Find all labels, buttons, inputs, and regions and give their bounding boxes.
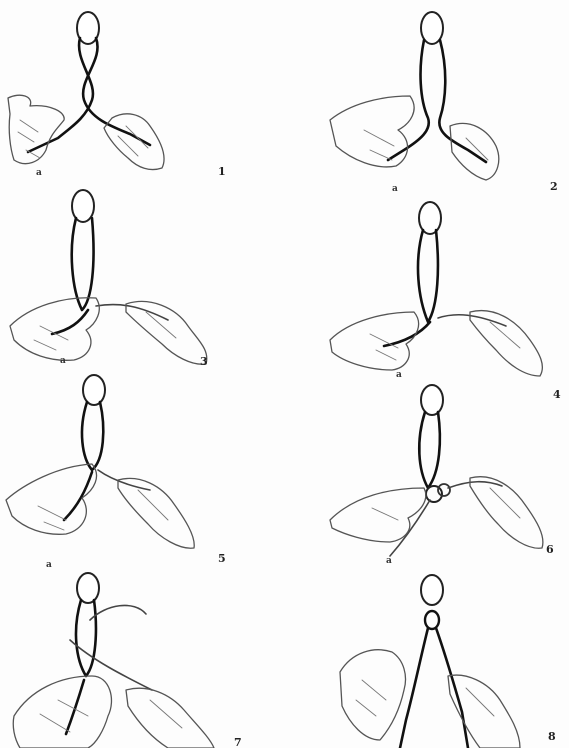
cord-right-strand <box>436 628 468 748</box>
step-number: 8 <box>548 730 556 743</box>
post-icon <box>421 575 443 605</box>
left-hand-icon <box>340 650 406 740</box>
finished-knot <box>425 611 439 629</box>
right-hand-icon <box>448 675 520 748</box>
